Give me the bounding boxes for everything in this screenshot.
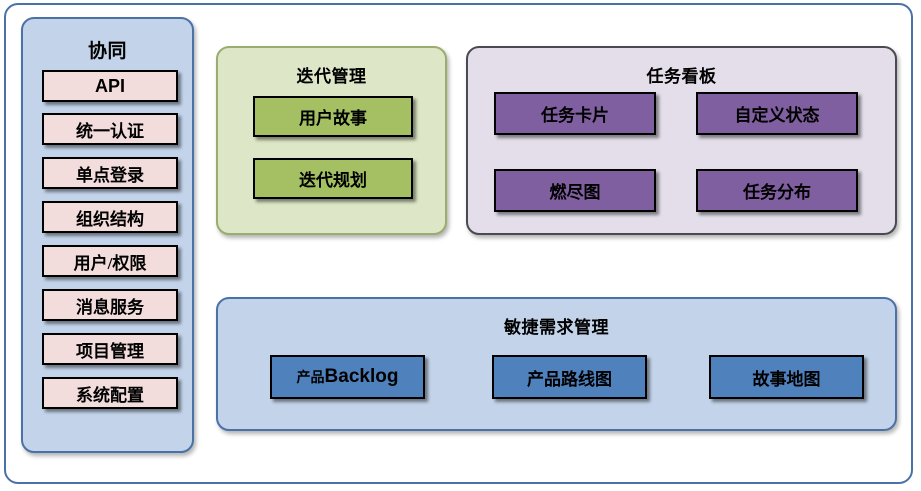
- group-collaboration[interactable]: 协同 API 统一认证 单点登录 组织结构 用户/权限 消息服务 项目管理 系统…: [21, 17, 194, 453]
- sidebar-item-message-svc[interactable]: 消息服务: [42, 289, 178, 321]
- agile-item-product-backlog-han: 产品: [296, 371, 325, 386]
- group-iteration-management-title: 迭代管理: [296, 67, 367, 86]
- iteration-item-user-story[interactable]: 用户故事: [253, 96, 413, 137]
- group-agile-requirements-title: 敏捷需求管理: [504, 318, 609, 337]
- group-iteration-management[interactable]: 迭代管理 用户故事 迭代规划: [216, 46, 447, 235]
- agile-item-product-backlog-latin: Backlog: [324, 366, 399, 387]
- taskboard-item-custom-status[interactable]: 自定义状态: [696, 92, 858, 135]
- group-collaboration-title: 协同: [87, 41, 127, 62]
- sidebar-item-sso[interactable]: 单点登录: [42, 157, 178, 189]
- taskboard-item-task-distribution[interactable]: 任务分布: [696, 169, 858, 212]
- sidebar-item-unified-auth[interactable]: 统一认证: [42, 113, 178, 145]
- sidebar-item-api[interactable]: API: [42, 70, 178, 102]
- sidebar-item-project-mgmt[interactable]: 项目管理: [42, 333, 178, 365]
- taskboard-item-task-card[interactable]: 任务卡片: [494, 92, 656, 135]
- sidebar-item-system-config[interactable]: 系统配置: [42, 377, 178, 409]
- sidebar-item-org-structure[interactable]: 组织结构: [42, 201, 178, 233]
- agile-item-story-map[interactable]: 故事地图: [709, 355, 864, 399]
- sidebar-item-user-perms[interactable]: 用户/权限: [42, 245, 178, 277]
- group-task-board[interactable]: 任务看板 任务卡片 自定义状态 燃尽图 任务分布: [466, 46, 897, 235]
- taskboard-item-burndown-chart[interactable]: 燃尽图: [494, 169, 656, 212]
- group-task-board-title: 任务看板: [646, 67, 717, 86]
- iteration-item-iteration-plan[interactable]: 迭代规划: [253, 158, 413, 199]
- agile-item-product-roadmap[interactable]: 产品路线图: [492, 355, 647, 399]
